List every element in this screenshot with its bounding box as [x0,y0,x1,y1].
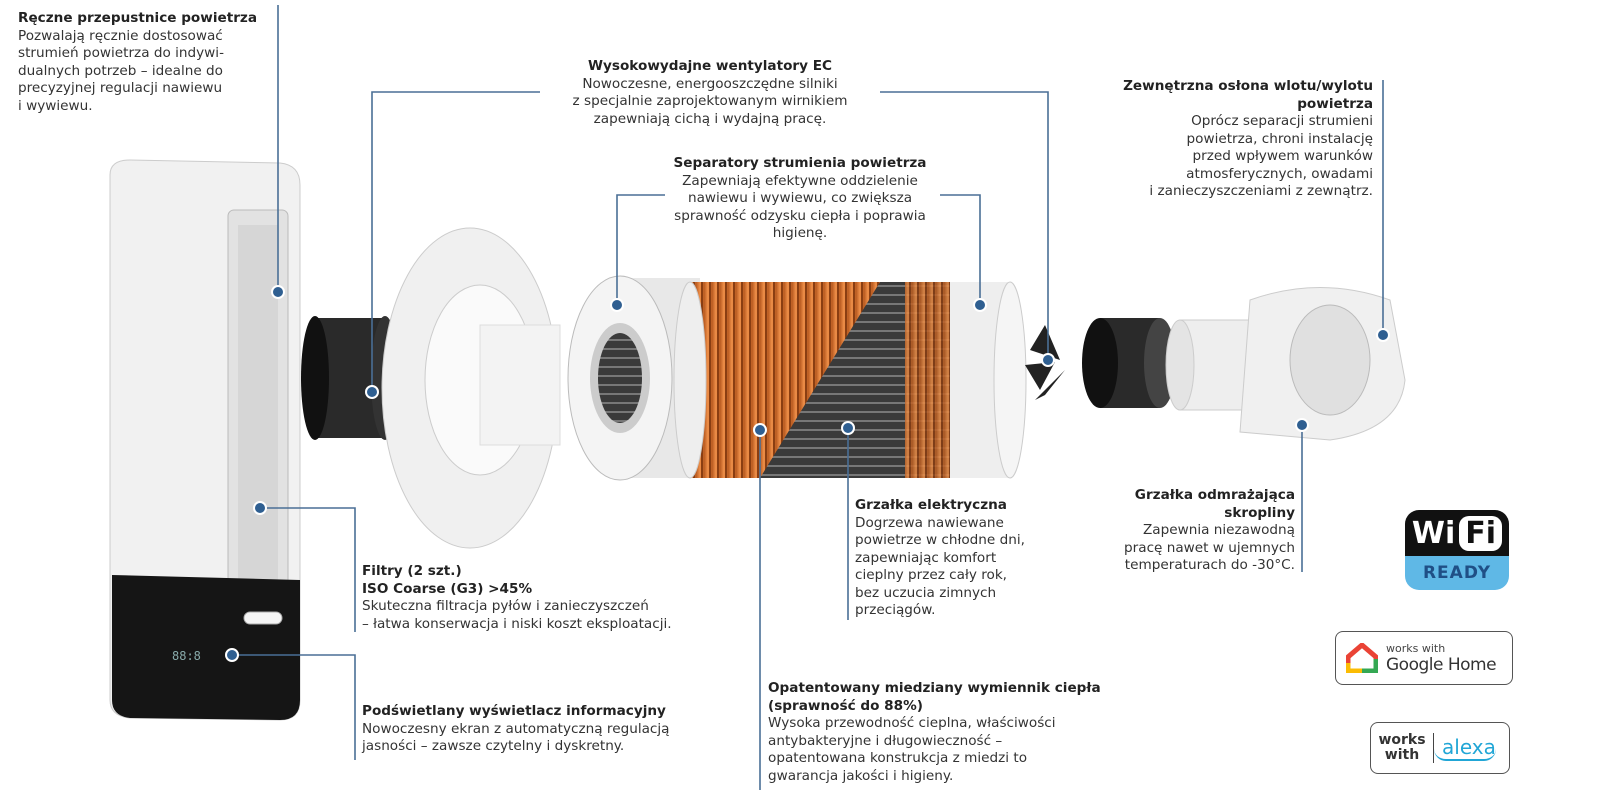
callout-title: Wysokowydajne wentylatory EC [588,58,832,74]
google-home-badge: works with Google Home [1335,631,1513,685]
callout-title: Filtry (2 szt.) ISO Coarse (G3) >45% [362,563,533,597]
callout-title: Podświetlany wyświetlacz informacyjny [362,703,666,719]
wifi-word-1: Wi [1411,515,1456,551]
wifi-ready-badge: Wi Fi READY [1405,510,1509,592]
wifi-word-2: Fi [1459,515,1503,551]
air-separator [567,275,700,481]
copper-heat-exchanger [673,281,1027,479]
google-home-icon [1346,643,1378,673]
outdoor-hood [1165,287,1406,441]
callout-dampers: Ręczne przepustnice powietrza Pozwalają … [18,10,268,115]
front-panel: 88:8 [109,159,301,721]
google-home-top: works with [1386,641,1446,655]
alexa-brand: alexa [1434,735,1496,761]
callout-body: Zapewniają efektywne oddzielenie nawiewu… [674,172,926,242]
svg-text:88:8: 88:8 [172,649,201,663]
callout-heater: Grzałka elektryczna Dogrzewa nawiewane p… [855,497,1085,620]
callout-title: Grzałka elektryczna [855,497,1007,513]
callout-body: Nowoczesne, energooszczędne silniki z sp… [572,75,848,127]
callout-body: Oprócz separacji strumieni powietrza, ch… [1149,113,1373,199]
callout-filters: Filtry (2 szt.) ISO Coarse (G3) >45% Sku… [362,563,742,633]
callout-body: Pozwalają ręcznie dostosować strumień po… [18,27,224,114]
callout-title: Separatory strumienia powietrza [673,155,927,171]
callout-fans: Wysokowydajne wentylatory EC Nowoczesne,… [540,58,880,128]
leader-dots [225,285,1390,662]
callout-body: Dogrzewa nawiewane powietrze w chłodne d… [855,514,1025,619]
leader-lines [232,5,1384,790]
callout-display: Podświetlany wyświetlacz informacyjny No… [362,703,742,756]
callout-title: Grzałka odmrażająca skropliny [1134,487,1295,521]
callout-body: Nowoczesny ekran z automatyczną regulacj… [362,720,670,755]
alexa-top: works with [1371,733,1434,763]
wifi-ready-label: READY [1405,556,1509,590]
callout-body: Wysoka przewodność cieplna, właściwości … [768,715,1056,784]
callout-hood: Zewnętrzna osłona wlotu/wylotu powietrza… [1100,78,1373,201]
callout-exchanger: Opatentowany miedziany wymiennik ciepła … [768,680,1128,785]
google-home-brand: Google Home [1386,654,1497,675]
callout-body: Zapewnia niezawodną pracę nawet w ujemny… [1124,522,1295,573]
callout-defrost: Grzałka odmrażająca skropliny Zapewnia n… [1095,487,1295,575]
callout-title: Zewnętrzna osłona wlotu/wylotu powietrza [1123,78,1373,112]
callout-separators: Separatory strumienia powietrza Zapewnia… [650,155,950,243]
callout-body: Skuteczna filtracja pyłów i zanieczyszcz… [362,598,672,632]
mounting-ring [381,227,561,549]
alexa-badge: works with alexa [1370,722,1510,774]
callout-title: Ręczne przepustnice powietrza [18,10,257,26]
callout-title: Opatentowany miedziany wymiennik ciepła … [768,680,1101,714]
